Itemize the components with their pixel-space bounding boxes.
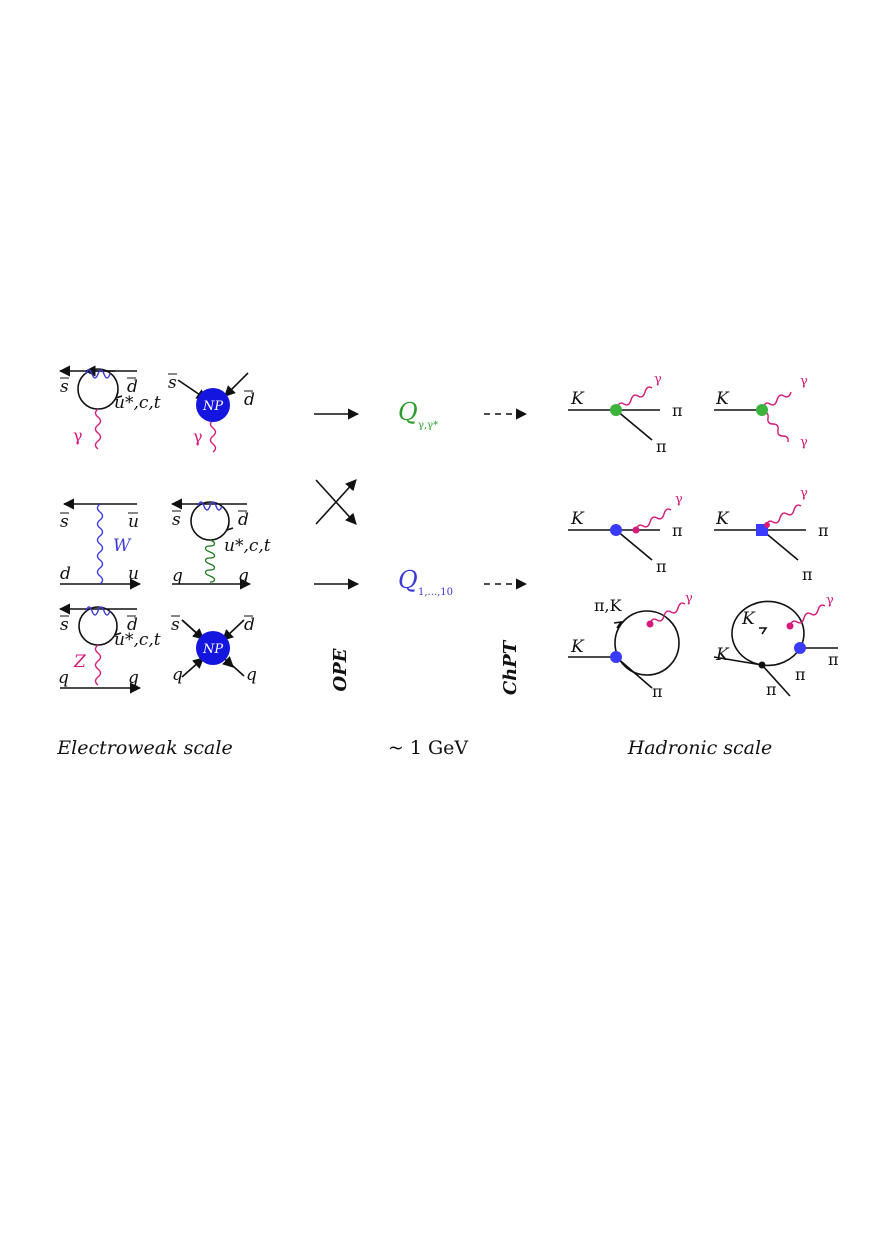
np-label: NP [202, 642, 223, 657]
q-label: q [238, 566, 249, 586]
gamma-label: γ [675, 492, 683, 507]
np-label: NP [202, 399, 223, 414]
gamma-label: γ [654, 372, 662, 387]
s-bar-label: s [168, 373, 177, 393]
k-meson-loop-diagram: K π,K π γ [568, 591, 693, 701]
d-bar-label: d [127, 615, 138, 635]
photon-penguin-diagram: s d u*,c,t γ [58, 365, 161, 450]
k-gamma-gamma-diagram: K γ γ [714, 374, 808, 450]
d-bar-label: d [238, 510, 249, 530]
gamma-label: γ [193, 427, 203, 446]
pi-label: π [656, 557, 667, 576]
loop-quarks-label: u*,c,t [114, 630, 161, 650]
s-bar-label: s [172, 510, 181, 530]
np-blob [196, 388, 230, 422]
four-quark-vertex [610, 524, 622, 536]
four-quark-operator: Q 1,...,10 [398, 566, 453, 598]
k-pi-pi-gamma-diagram: K π π γ [568, 372, 683, 456]
photon-emission-dot [646, 620, 654, 628]
photon-vertex [610, 404, 622, 416]
u-bar-label: u [128, 512, 139, 532]
caption-gev-scale: ~ 1 GeV [388, 737, 469, 759]
np-photon-diagram: NP s d γ [168, 372, 255, 453]
pi-label: π [795, 665, 806, 684]
k-label: K [570, 509, 585, 529]
photon-emission-dot [786, 622, 794, 630]
np-four-quark-diagram: NP s d q q [171, 615, 257, 685]
d-label: d [60, 564, 71, 584]
k-loop-pi-diagram: K K π π π γ [713, 593, 839, 699]
pi-label: π [672, 401, 683, 420]
d-bar-label: d [244, 390, 255, 410]
chpt-arrows [484, 408, 528, 590]
loop-quarks-label: u*,c,t [224, 536, 271, 556]
photon-emission-dot [764, 522, 770, 528]
arrow-cross-down [315, 479, 357, 525]
q-label: q [58, 668, 69, 688]
np-blob [196, 631, 230, 665]
d-bar-label: d [244, 615, 255, 635]
w-exchange-diagram: s u W d u [60, 498, 142, 590]
loop-quarks-label: u*,c,t [114, 393, 161, 413]
strong-vertex [758, 661, 766, 669]
k-label: K [570, 389, 585, 409]
s-bar-label: s [60, 615, 69, 635]
pi-label: π [656, 437, 667, 456]
q-label: q [172, 665, 183, 685]
z-penguin-diagram: s d u*,c,t Z q q [58, 603, 161, 694]
s-bar-label: s [171, 615, 180, 635]
four-quark-vertex [794, 642, 806, 654]
four-quark-vertex [610, 651, 622, 663]
four-quark-operator-symbol: Q [398, 566, 418, 594]
d-bar-label: d [127, 377, 138, 397]
gamma-label: γ [826, 593, 834, 608]
k-pi-pi-bremsstrahlung-diagram: K π π γ [568, 492, 683, 576]
u-label: u [128, 564, 139, 584]
k-label: K [715, 509, 730, 529]
pi-label: π [828, 650, 839, 669]
pi-label: π [802, 565, 813, 584]
gamma-label: γ [73, 426, 83, 445]
k-label: K [741, 609, 756, 629]
k-label: K [570, 637, 585, 657]
q-label: q [172, 566, 183, 586]
pi-k-label: π,K [594, 596, 623, 615]
ope-label: OPE [330, 648, 351, 691]
gamma-label: γ [800, 486, 808, 501]
s-bar-label: s [60, 512, 69, 532]
gamma-label: γ [685, 591, 693, 606]
photon-emission-dot [632, 526, 640, 534]
ope-arrows [314, 408, 360, 590]
w-label: W [113, 536, 132, 556]
caption-hadronic-scale: Hadronic scale [627, 737, 773, 759]
pi-label: π [766, 680, 777, 699]
photon-operator: Q γ,γ* [398, 398, 438, 431]
q-label: q [128, 668, 139, 688]
caption-electroweak-scale: Electroweak scale [56, 737, 232, 759]
photon-vertex [756, 404, 768, 416]
pi-label: π [652, 682, 663, 701]
k-pi-pi-contact-diagram: K π π γ [714, 486, 829, 584]
photon-operator-symbol: Q [398, 398, 418, 426]
photon-operator-subscript: γ,γ* [418, 420, 438, 431]
k-label: K [715, 645, 730, 665]
gluon-penguin-diagram: s d u*,c,t q q [170, 498, 271, 590]
gamma-label: γ [800, 435, 808, 450]
gamma-label: γ [800, 374, 808, 389]
four-quark-operator-subscript: 1,...,10 [418, 587, 453, 598]
pi-label: π [672, 521, 683, 540]
z-label: Z [73, 652, 87, 672]
chpt-label: ChPT [500, 639, 521, 695]
k-label: K [715, 389, 730, 409]
q-label: q [246, 665, 257, 685]
s-bar-label: s [60, 377, 69, 397]
pi-label: π [818, 521, 829, 540]
